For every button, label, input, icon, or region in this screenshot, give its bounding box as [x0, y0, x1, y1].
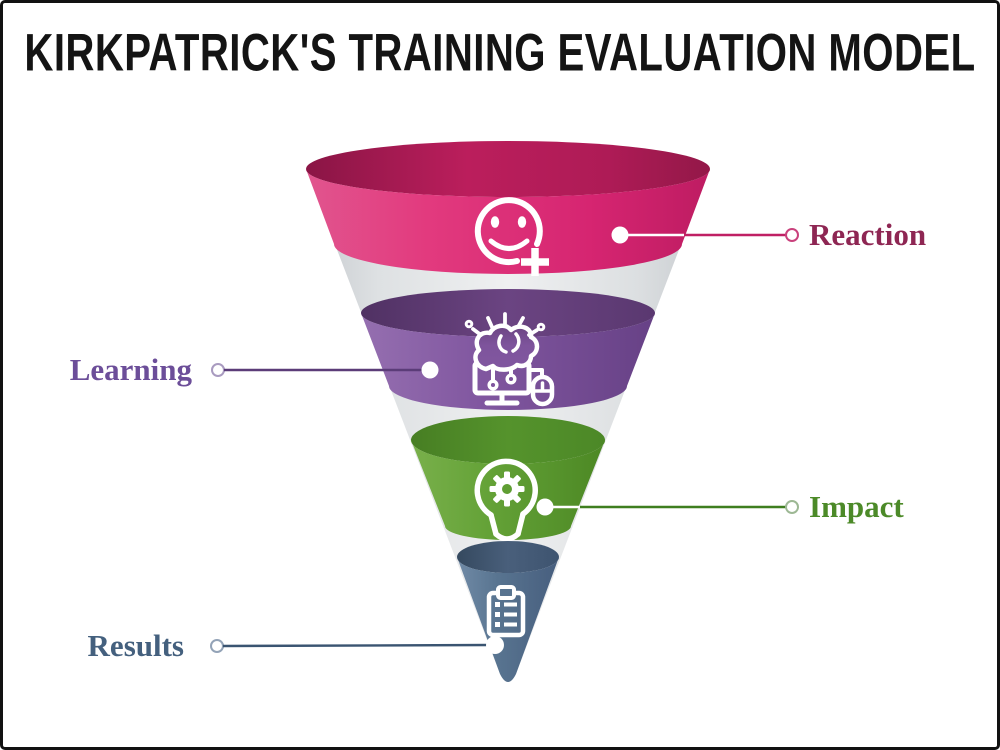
callout-dot — [486, 636, 504, 654]
callout-dot — [611, 226, 629, 244]
band-results-face — [457, 557, 559, 682]
callout-learning — [211, 361, 439, 379]
callout-dot — [421, 361, 439, 379]
funnel-band-learning — [361, 289, 655, 410]
funnel-band-impact — [411, 416, 605, 542]
level-label-reaction: Reaction — [809, 217, 927, 252]
bulb-gear-icon — [474, 458, 538, 542]
funnel-band-results — [457, 541, 559, 682]
funnel-band-reaction — [306, 141, 710, 276]
callout-ring — [210, 639, 224, 653]
callout-reaction — [611, 226, 799, 244]
funnel-diagram — [210, 141, 799, 682]
band-learning-opening — [361, 289, 655, 337]
callout-line — [222, 643, 491, 648]
callout-ring — [785, 500, 799, 514]
band-reaction-face — [306, 169, 710, 274]
callout-dot — [536, 498, 554, 516]
callout-results — [210, 636, 504, 654]
band-impact-opening — [411, 416, 605, 464]
callout-ring — [211, 363, 225, 377]
level-label-learning: Learning — [69, 352, 192, 387]
clipboard-checklist-icon — [486, 585, 526, 638]
brain-computer-icon — [464, 312, 555, 407]
level-label-results: Results — [87, 628, 184, 663]
callout-ring — [785, 228, 799, 242]
band-results-opening — [457, 541, 559, 573]
smiley-add-reaction-icon — [474, 197, 549, 276]
band-reaction-opening — [306, 141, 710, 197]
level-label-impact: Impact — [809, 489, 904, 524]
callout-impact — [536, 498, 799, 516]
